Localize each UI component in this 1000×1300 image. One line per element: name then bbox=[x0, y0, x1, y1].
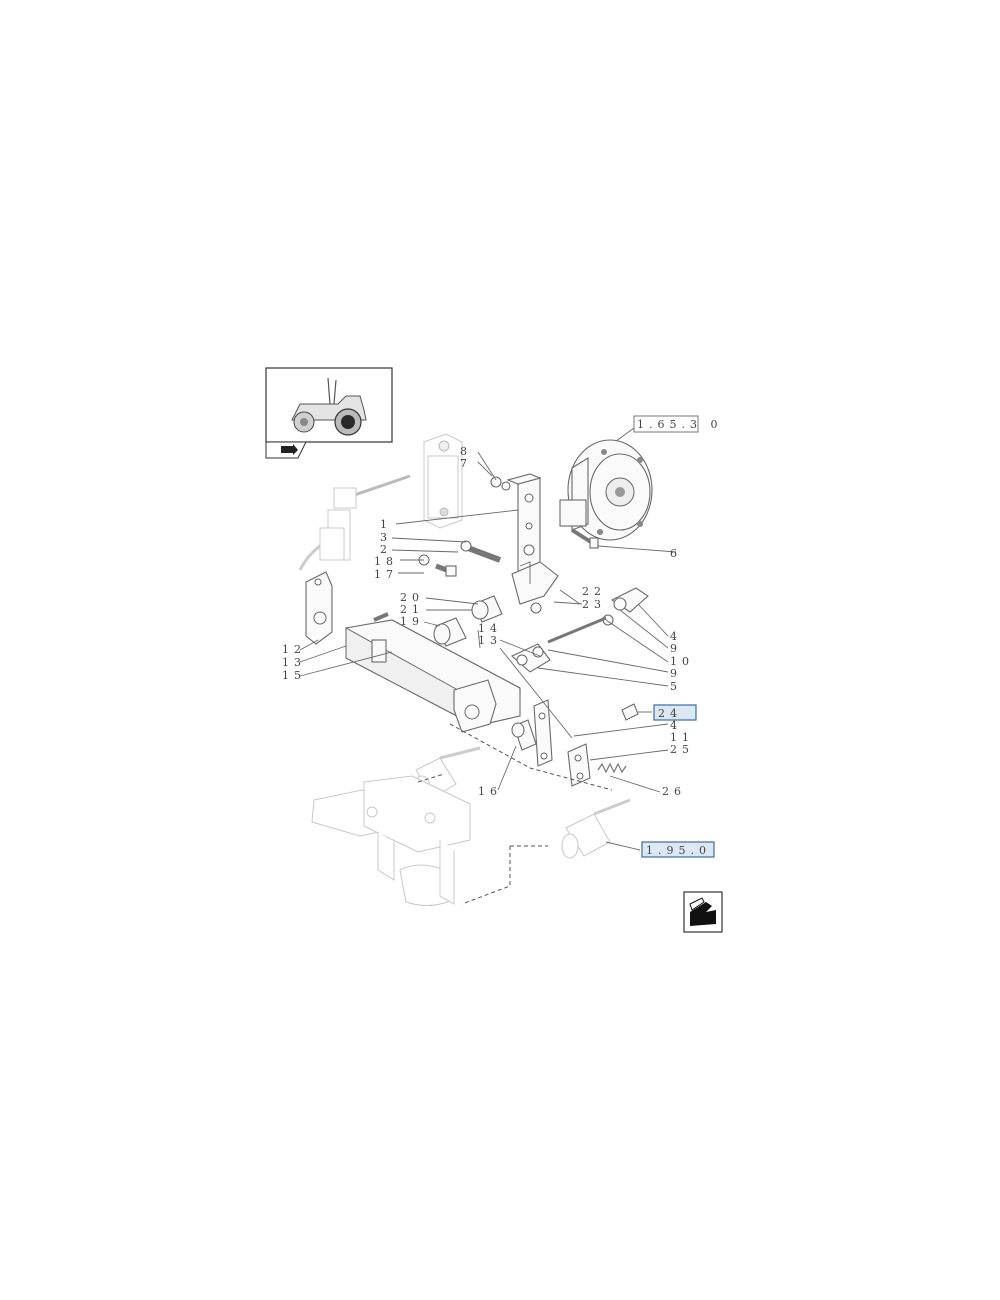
bushing-16 bbox=[511, 719, 537, 751]
callout-4a[interactable]: 4 bbox=[670, 630, 682, 643]
tractor-thumbnail bbox=[265, 367, 393, 459]
bracket-22 bbox=[511, 561, 559, 614]
lift-linkage bbox=[311, 775, 471, 906]
leader-lines bbox=[299, 451, 677, 851]
callout-16[interactable]: 16 bbox=[478, 785, 502, 798]
callout-13b[interactable]: 13 bbox=[282, 656, 306, 669]
callout-20[interactable]: 20 bbox=[400, 591, 424, 604]
callout-3[interactable]: 3 bbox=[380, 531, 392, 544]
ref-box-top[interactable]: 1.65.3 0 bbox=[611, 415, 722, 445]
callout-12[interactable]: 12 bbox=[282, 643, 306, 656]
callout-1[interactable]: 1 bbox=[380, 518, 392, 531]
control-rod-upper bbox=[298, 474, 411, 571]
callout-19[interactable]: 19 bbox=[400, 615, 424, 628]
callout-9b[interactable]: 9 bbox=[670, 667, 682, 680]
lower-cable-right bbox=[561, 798, 631, 859]
callout-18[interactable]: 18 bbox=[374, 555, 398, 568]
bolt-6 bbox=[570, 528, 599, 549]
lever-plate bbox=[533, 699, 553, 767]
bushings bbox=[433, 595, 503, 647]
callout-13a[interactable]: 13 bbox=[478, 634, 502, 647]
callout-15[interactable]: 15 bbox=[282, 669, 306, 682]
clip-25 bbox=[567, 743, 591, 787]
lever-11 bbox=[511, 643, 551, 673]
callouts: 8 7 1 3 2 18 17 20 21 19 14 13 12 13 15 … bbox=[282, 445, 694, 798]
callout-9a[interactable]: 9 bbox=[670, 642, 682, 655]
callout-23[interactable]: 23 bbox=[582, 598, 606, 611]
callout-14[interactable]: 14 bbox=[478, 622, 502, 635]
callout-26[interactable]: 26 bbox=[662, 785, 686, 798]
callout-5[interactable]: 5 bbox=[670, 680, 682, 693]
callout-21[interactable]: 21 bbox=[400, 603, 424, 616]
callout-6[interactable]: 6 bbox=[670, 547, 682, 560]
knob-24 bbox=[621, 703, 639, 721]
bracket-plate bbox=[506, 473, 542, 573]
spring-26 bbox=[597, 762, 627, 774]
callout-24-highlight[interactable]: 24 bbox=[653, 704, 697, 721]
cross-shaft bbox=[345, 619, 521, 733]
upper-bracket bbox=[423, 433, 463, 529]
pump-assembly bbox=[559, 439, 653, 541]
nut-7 bbox=[490, 476, 511, 491]
dashed-guides bbox=[417, 723, 613, 905]
next-page-icon[interactable] bbox=[683, 891, 723, 933]
bolt-2 bbox=[460, 540, 502, 563]
callout-17[interactable]: 17 bbox=[374, 568, 398, 581]
clevis-right bbox=[602, 587, 649, 626]
nav-back-icon[interactable] bbox=[265, 441, 307, 459]
bracket-12 bbox=[305, 571, 333, 645]
ref-box-bottom[interactable]: 1.95.0 bbox=[641, 841, 715, 858]
callout-24[interactable]: 24 bbox=[658, 707, 682, 720]
bolt-17 bbox=[418, 554, 457, 577]
callout-25[interactable]: 25 bbox=[670, 743, 694, 756]
callout-22[interactable]: 22 bbox=[582, 585, 606, 598]
callout-7[interactable]: 7 bbox=[460, 457, 472, 470]
callout-10[interactable]: 10 bbox=[670, 655, 694, 668]
callout-4b[interactable]: 4 bbox=[670, 719, 682, 732]
adjusting-rod bbox=[547, 616, 607, 644]
callout-11[interactable]: 11 bbox=[670, 731, 694, 744]
callout-2[interactable]: 2 bbox=[380, 543, 392, 556]
ref-top-label: 1.65.3 0 bbox=[637, 418, 722, 431]
callout-8[interactable]: 8 bbox=[460, 445, 472, 458]
tractor-icon bbox=[291, 377, 367, 436]
ref-bottom-label: 1.95.0 bbox=[646, 844, 711, 857]
